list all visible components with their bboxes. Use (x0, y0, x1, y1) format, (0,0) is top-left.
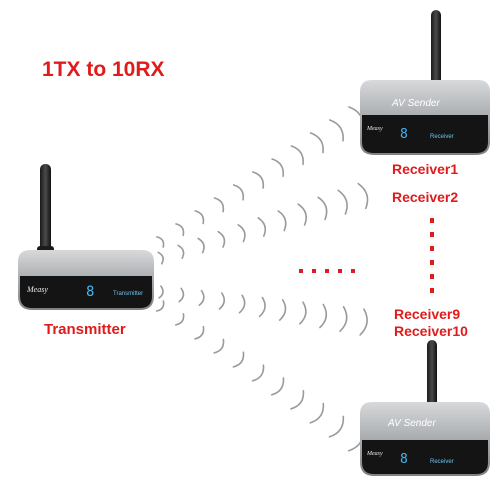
receiver-bottom-display-digit: 8 (400, 452, 408, 467)
vertical-dot (430, 274, 434, 279)
signal-wave-arc (357, 182, 369, 210)
vertical-dots (430, 218, 434, 293)
receiver9-label: Receiver9 (394, 306, 461, 322)
receiver-bottom-brand: Measy (366, 451, 383, 457)
signal-wave-arc (213, 197, 225, 213)
signal-wave-arc (194, 325, 205, 340)
signal-wave-arc (198, 289, 205, 307)
signal-wave-arc (257, 217, 267, 237)
vertical-dot (430, 288, 434, 293)
signal-wave-arc (299, 301, 307, 325)
transmitter-panel-text: Transmitter (113, 291, 143, 297)
receiver-top-antenna (431, 10, 441, 88)
receiver2-label: Receiver2 (392, 189, 459, 205)
receiver-bottom-panel-text: Receiver (430, 459, 454, 465)
signal-wave-arc (178, 287, 185, 303)
receiver-top-display-digit: 8 (400, 127, 408, 142)
signal-wave-arc (277, 210, 287, 232)
signal-wave-arc (213, 338, 225, 354)
signal-wave-arc (238, 294, 246, 314)
receiver-device-bottom: AV Sender Measy 8 Receiver (360, 340, 490, 476)
signal-wave-arc (271, 158, 285, 177)
signal-wave-arc (290, 390, 305, 410)
signal-wave-arc (329, 119, 344, 142)
receiver-top-front-panel (362, 115, 488, 153)
signal-wave-arc (319, 303, 328, 329)
signal-wave-arc (232, 351, 245, 368)
receiver10-label: Receiver10 (394, 323, 468, 339)
signal-wave-arc (317, 196, 328, 221)
ellipsis-dot (312, 269, 316, 273)
signal-wave-arc (237, 224, 246, 243)
ellipsis-dot (299, 269, 303, 273)
signal-wave-arc (156, 236, 165, 248)
transmitter-device: Measy 8 Transmitter (18, 164, 154, 310)
transmitter-front-panel (20, 276, 152, 308)
receiver-bottom-antenna (427, 340, 437, 410)
transmitter-brand: Measy (26, 285, 48, 294)
signal-wave-arc (359, 308, 368, 336)
signal-wave-arc (328, 415, 345, 438)
signal-wave-arc (155, 300, 165, 312)
signal-wave-arc (218, 292, 226, 310)
signal-wave-arc (337, 189, 348, 215)
signal-wave-arc (290, 145, 304, 166)
ellipsis-dot (338, 269, 342, 273)
signal-wave-arc (271, 377, 285, 396)
signal-wave-arc (252, 171, 265, 189)
signal-wave-arc (197, 237, 205, 254)
signal-waves (155, 106, 369, 452)
vertical-dot (430, 260, 434, 265)
transmitter-display-digit: 8 (86, 284, 94, 300)
transmitter-label: Transmitter (44, 321, 126, 338)
receiver-top-brand: Measy (366, 126, 383, 132)
ellipsis-dot (325, 269, 329, 273)
signal-wave-arc (258, 296, 266, 318)
receiver-bottom-sender-text: AV Sender (387, 418, 436, 429)
signal-wave-arc (158, 285, 164, 299)
signal-wave-arc (194, 210, 205, 225)
signal-wave-arc (232, 184, 245, 201)
vertical-dot (430, 218, 434, 223)
vertical-dot (430, 232, 434, 237)
signal-wave-arc (339, 306, 348, 332)
ellipsis-dot (351, 269, 355, 273)
signal-wave-arc (309, 402, 325, 424)
signal-wave-arc (175, 313, 185, 326)
signal-wave-arc (217, 230, 226, 248)
signal-wave-arc (297, 203, 307, 226)
headline-title: 1TX to 10RX (42, 58, 165, 81)
signal-wave-arc (157, 251, 164, 265)
receiver1-label: Receiver1 (392, 161, 459, 177)
receiver-top-sender-text: AV Sender (391, 98, 440, 109)
receiver-device-top: AV Sender Measy 8 Receiver (360, 10, 490, 155)
signal-wave-arc (177, 244, 185, 259)
transmitter-antenna (40, 164, 51, 254)
signal-wave-arc (278, 299, 287, 321)
signal-wave-arc (309, 132, 324, 154)
signal-wave-arc (251, 364, 265, 382)
receiver-bottom-front-panel (362, 440, 488, 474)
receiver-top-panel-text: Receiver (430, 134, 454, 140)
horizontal-ellipsis (299, 269, 355, 273)
signal-wave-arc (175, 223, 185, 237)
vertical-dot (430, 246, 434, 251)
